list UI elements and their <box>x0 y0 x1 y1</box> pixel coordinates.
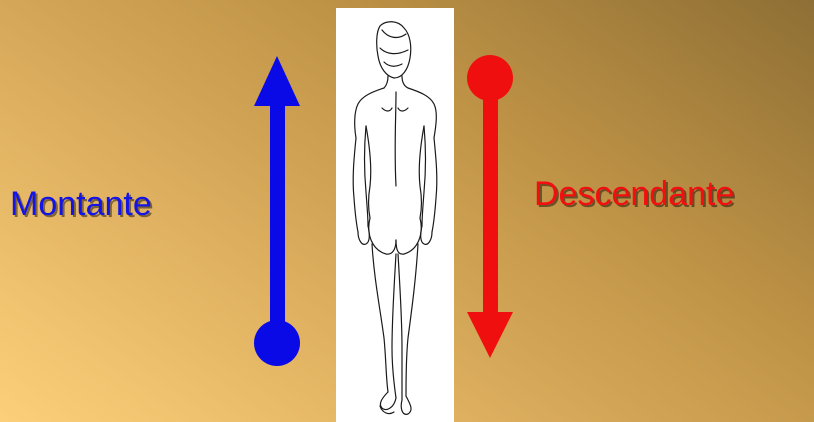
label-descendante: Descendante <box>534 174 734 214</box>
